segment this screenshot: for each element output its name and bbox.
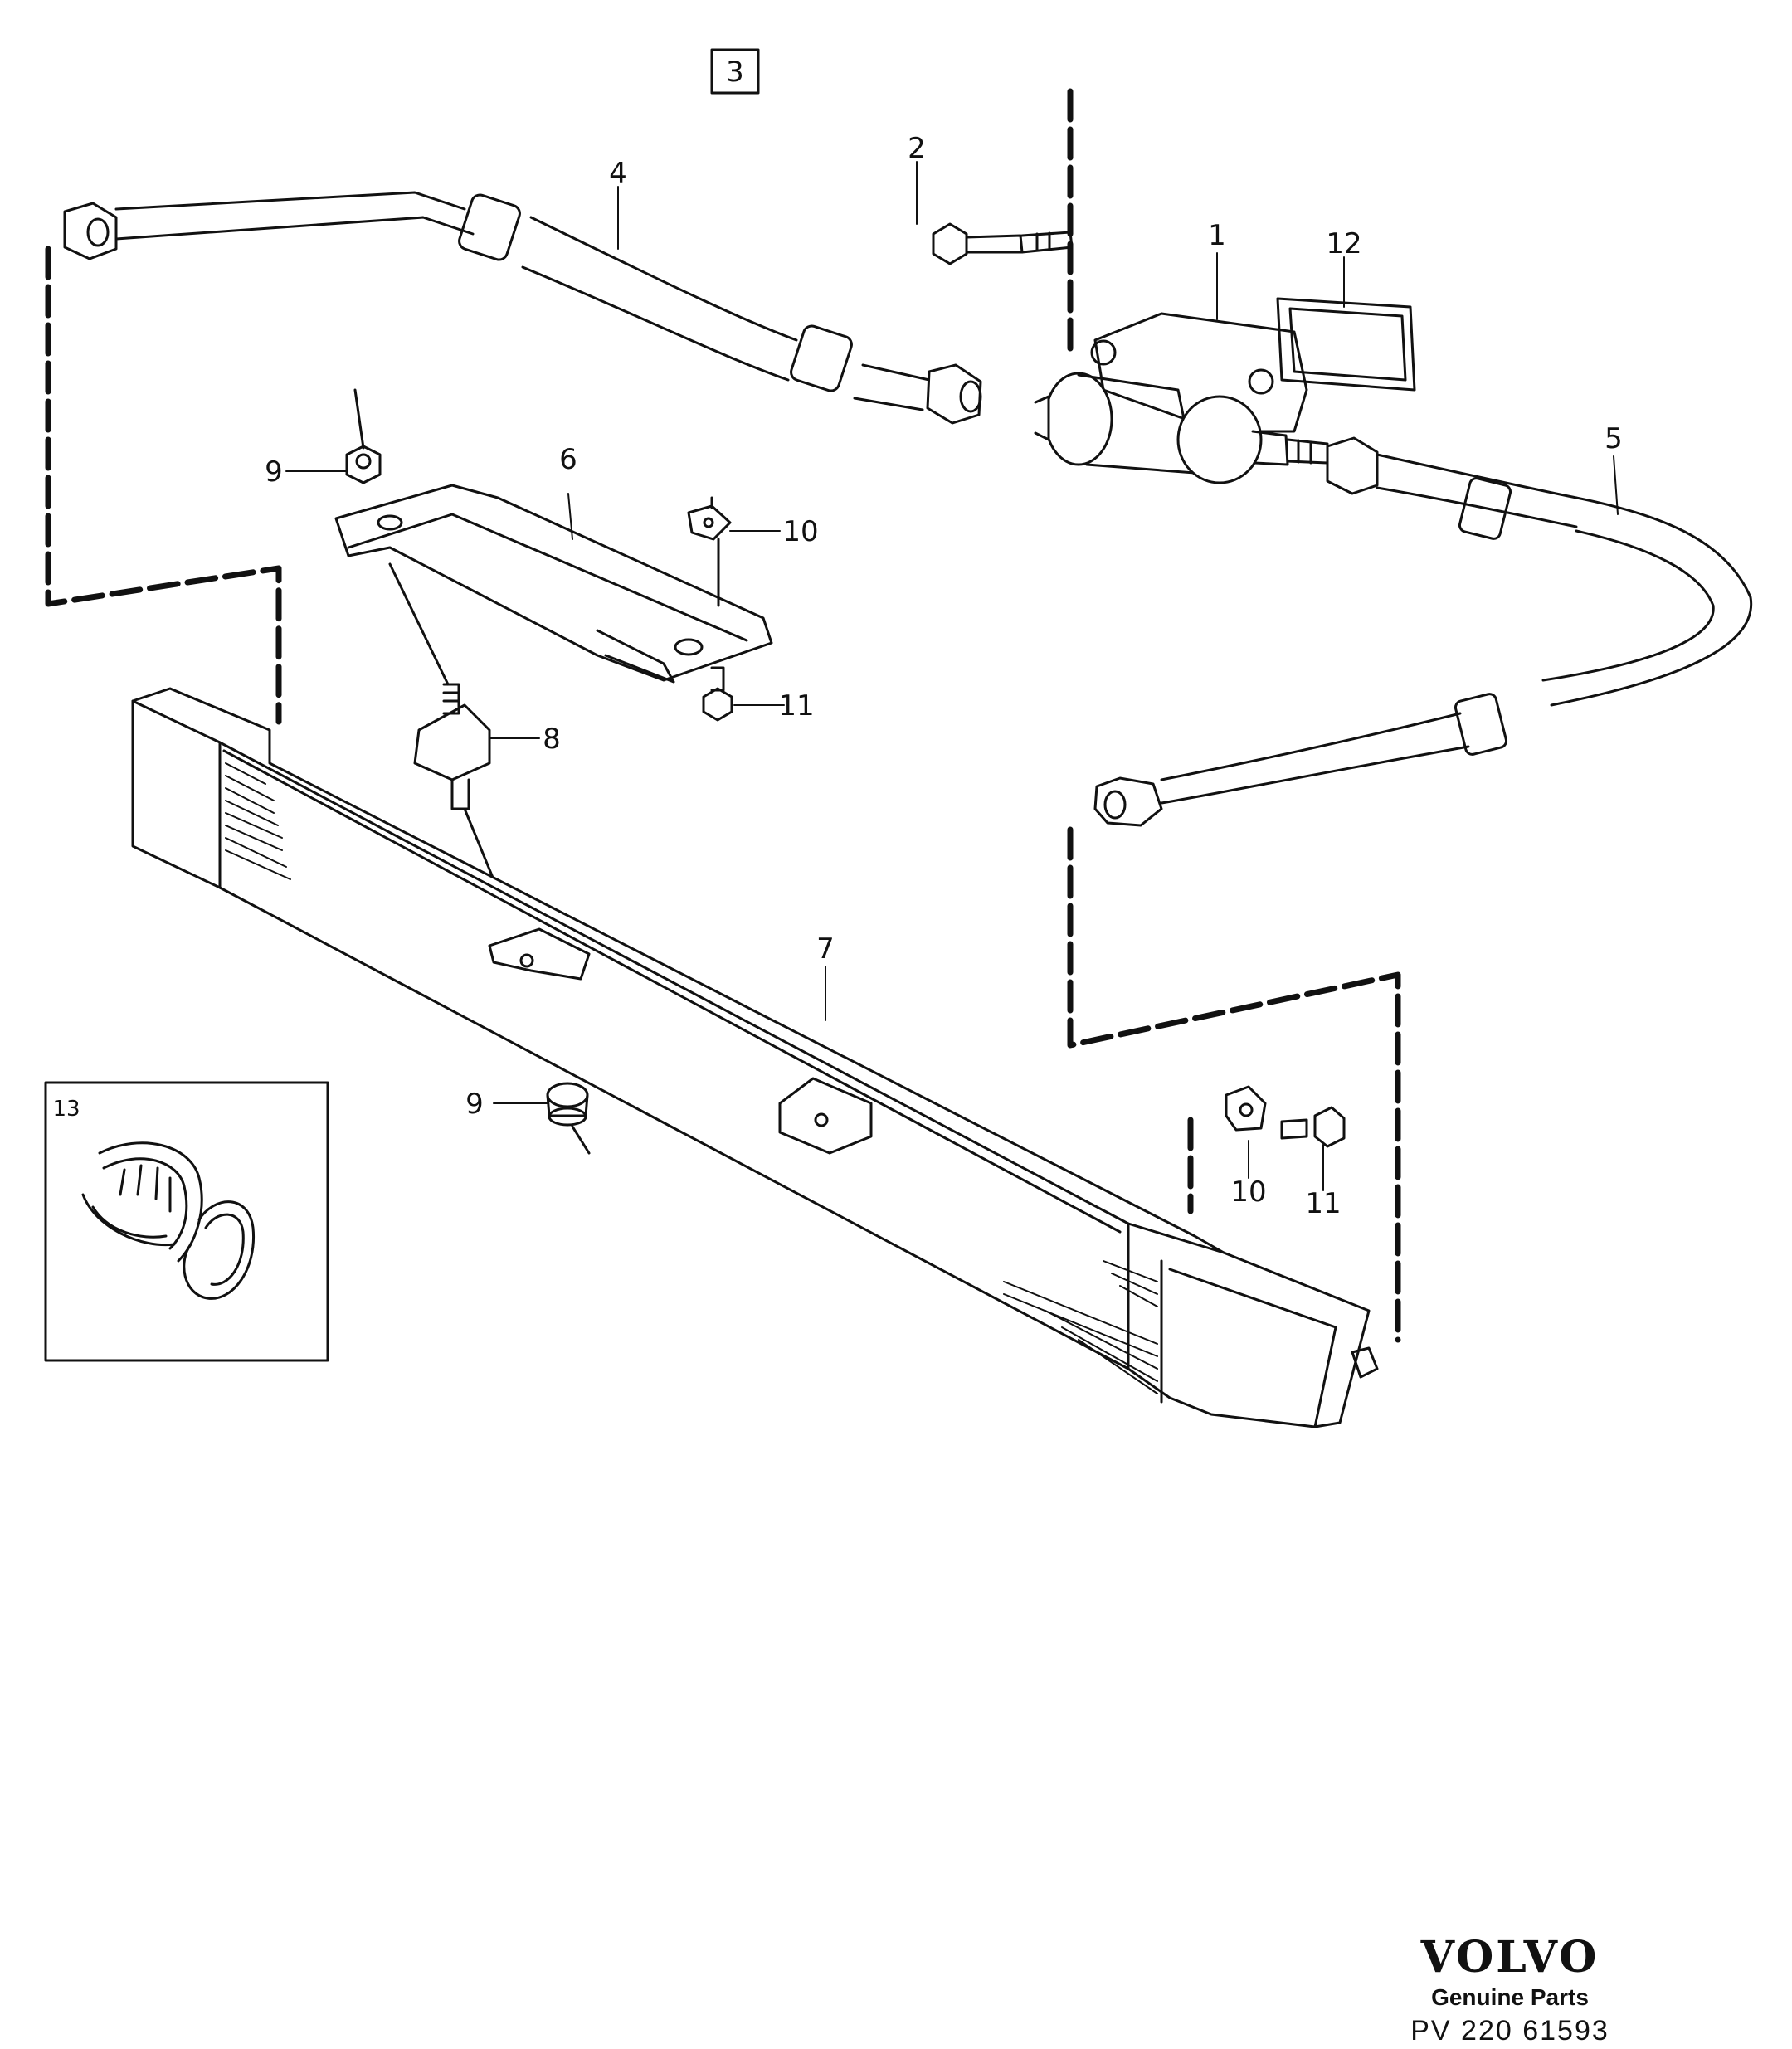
brand-block: VOLVO Genuine Parts PV 220 61593 — [1327, 1933, 1692, 2049]
inset-13-frame — [44, 1081, 329, 1362]
hose-5-end-nut — [1093, 776, 1163, 827]
grommet-9-bottom — [546, 1082, 591, 1155]
callout-5: 5 — [1605, 422, 1623, 455]
screw-11-top — [702, 666, 733, 722]
brand-subtitle: Genuine Parts — [1431, 1984, 1589, 2010]
diagram-code: PV 220 61593 — [1410, 2015, 1609, 2047]
hose-clamp-13 — [81, 1141, 256, 1300]
callout-leader-lines — [285, 161, 1619, 1191]
cooler-fins-left — [225, 762, 291, 880]
nut-9-top — [345, 388, 382, 484]
cooler-fins-right — [1003, 1260, 1158, 1394]
callout-7: 7 — [816, 932, 835, 966]
frame-number: 3 — [726, 56, 744, 89]
volvo-logo: VOLVO — [1420, 1932, 1600, 1983]
callout-12: 12 — [1326, 227, 1361, 260]
valve-1 — [1034, 312, 1329, 484]
assembly-dashed-lines — [45, 88, 1401, 1343]
inset-13 — [44, 1081, 329, 1362]
callout-10-bottom: 10 — [1230, 1175, 1266, 1209]
callout-1: 1 — [1208, 219, 1226, 252]
callout-11-bottom: 11 — [1305, 1187, 1341, 1220]
callout-2: 2 — [908, 132, 926, 165]
callout-11-top: 11 — [778, 689, 814, 723]
callout-4: 4 — [609, 157, 627, 190]
callout-6: 6 — [559, 443, 577, 476]
hose-4 — [63, 191, 982, 425]
callout-9-top: 9 — [265, 455, 283, 489]
hose-5 — [1093, 436, 1753, 827]
frame-number-box — [710, 48, 760, 95]
bolt-2 — [932, 222, 1074, 265]
oil-cooler-7 — [131, 687, 1379, 1428]
clip-10-bottom — [1225, 1085, 1267, 1132]
callout-10-top: 10 — [782, 515, 818, 548]
hose-4-right-nut — [926, 363, 982, 425]
callout-8: 8 — [543, 723, 561, 756]
gasket-12 — [1276, 297, 1416, 392]
screw-11-bottom — [1280, 1106, 1346, 1148]
callout-9-bottom: 9 — [465, 1088, 484, 1121]
inset-13-label: 13 — [52, 1097, 80, 1122]
clip-10-top — [687, 496, 732, 607]
callout-labels: 3 1 2 4 12 5 6 9 10 11 8 7 9 10 11 13 — [52, 56, 1622, 1220]
bracket-6 — [334, 484, 773, 684]
